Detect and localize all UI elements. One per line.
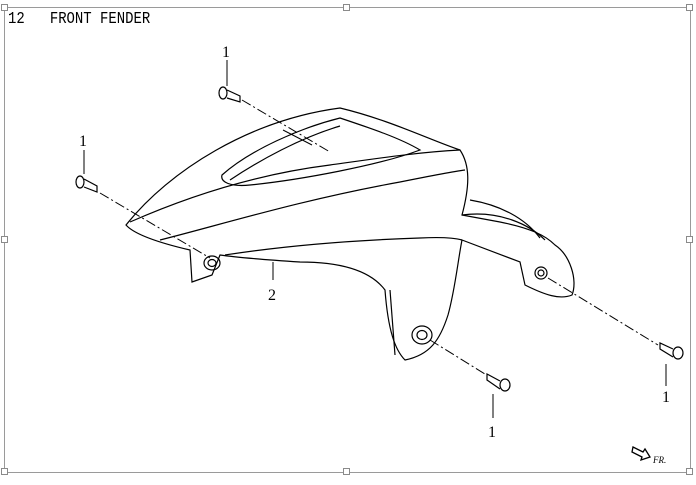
resize-handle-ml[interactable] <box>1 236 8 243</box>
screw-1-bottom <box>486 372 511 392</box>
resize-handle-br[interactable] <box>686 468 693 475</box>
front-direction-label: FR. <box>652 455 666 465</box>
resize-handle-tm[interactable] <box>343 4 350 11</box>
screw-1-left <box>75 175 98 193</box>
callout-1-bottom: 1 <box>488 424 496 441</box>
callout-1-right: 1 <box>662 389 670 406</box>
front-fender-part <box>125 107 575 361</box>
screw-1-top <box>218 86 241 103</box>
callout-1-top: 1 <box>222 44 230 61</box>
callout-1-left: 1 <box>79 133 87 150</box>
screw-1-right <box>659 342 684 360</box>
resize-handle-bl[interactable] <box>1 468 8 475</box>
resize-handle-bm[interactable] <box>343 468 350 475</box>
callout-2-fender: 2 <box>268 287 276 304</box>
resize-handle-mr[interactable] <box>686 236 693 243</box>
resize-handle-tr[interactable] <box>686 4 693 11</box>
resize-handle-tl[interactable] <box>1 4 8 11</box>
front-direction-arrow-icon <box>631 446 651 462</box>
diagram-title: 12 FRONT FENDER <box>8 10 151 29</box>
